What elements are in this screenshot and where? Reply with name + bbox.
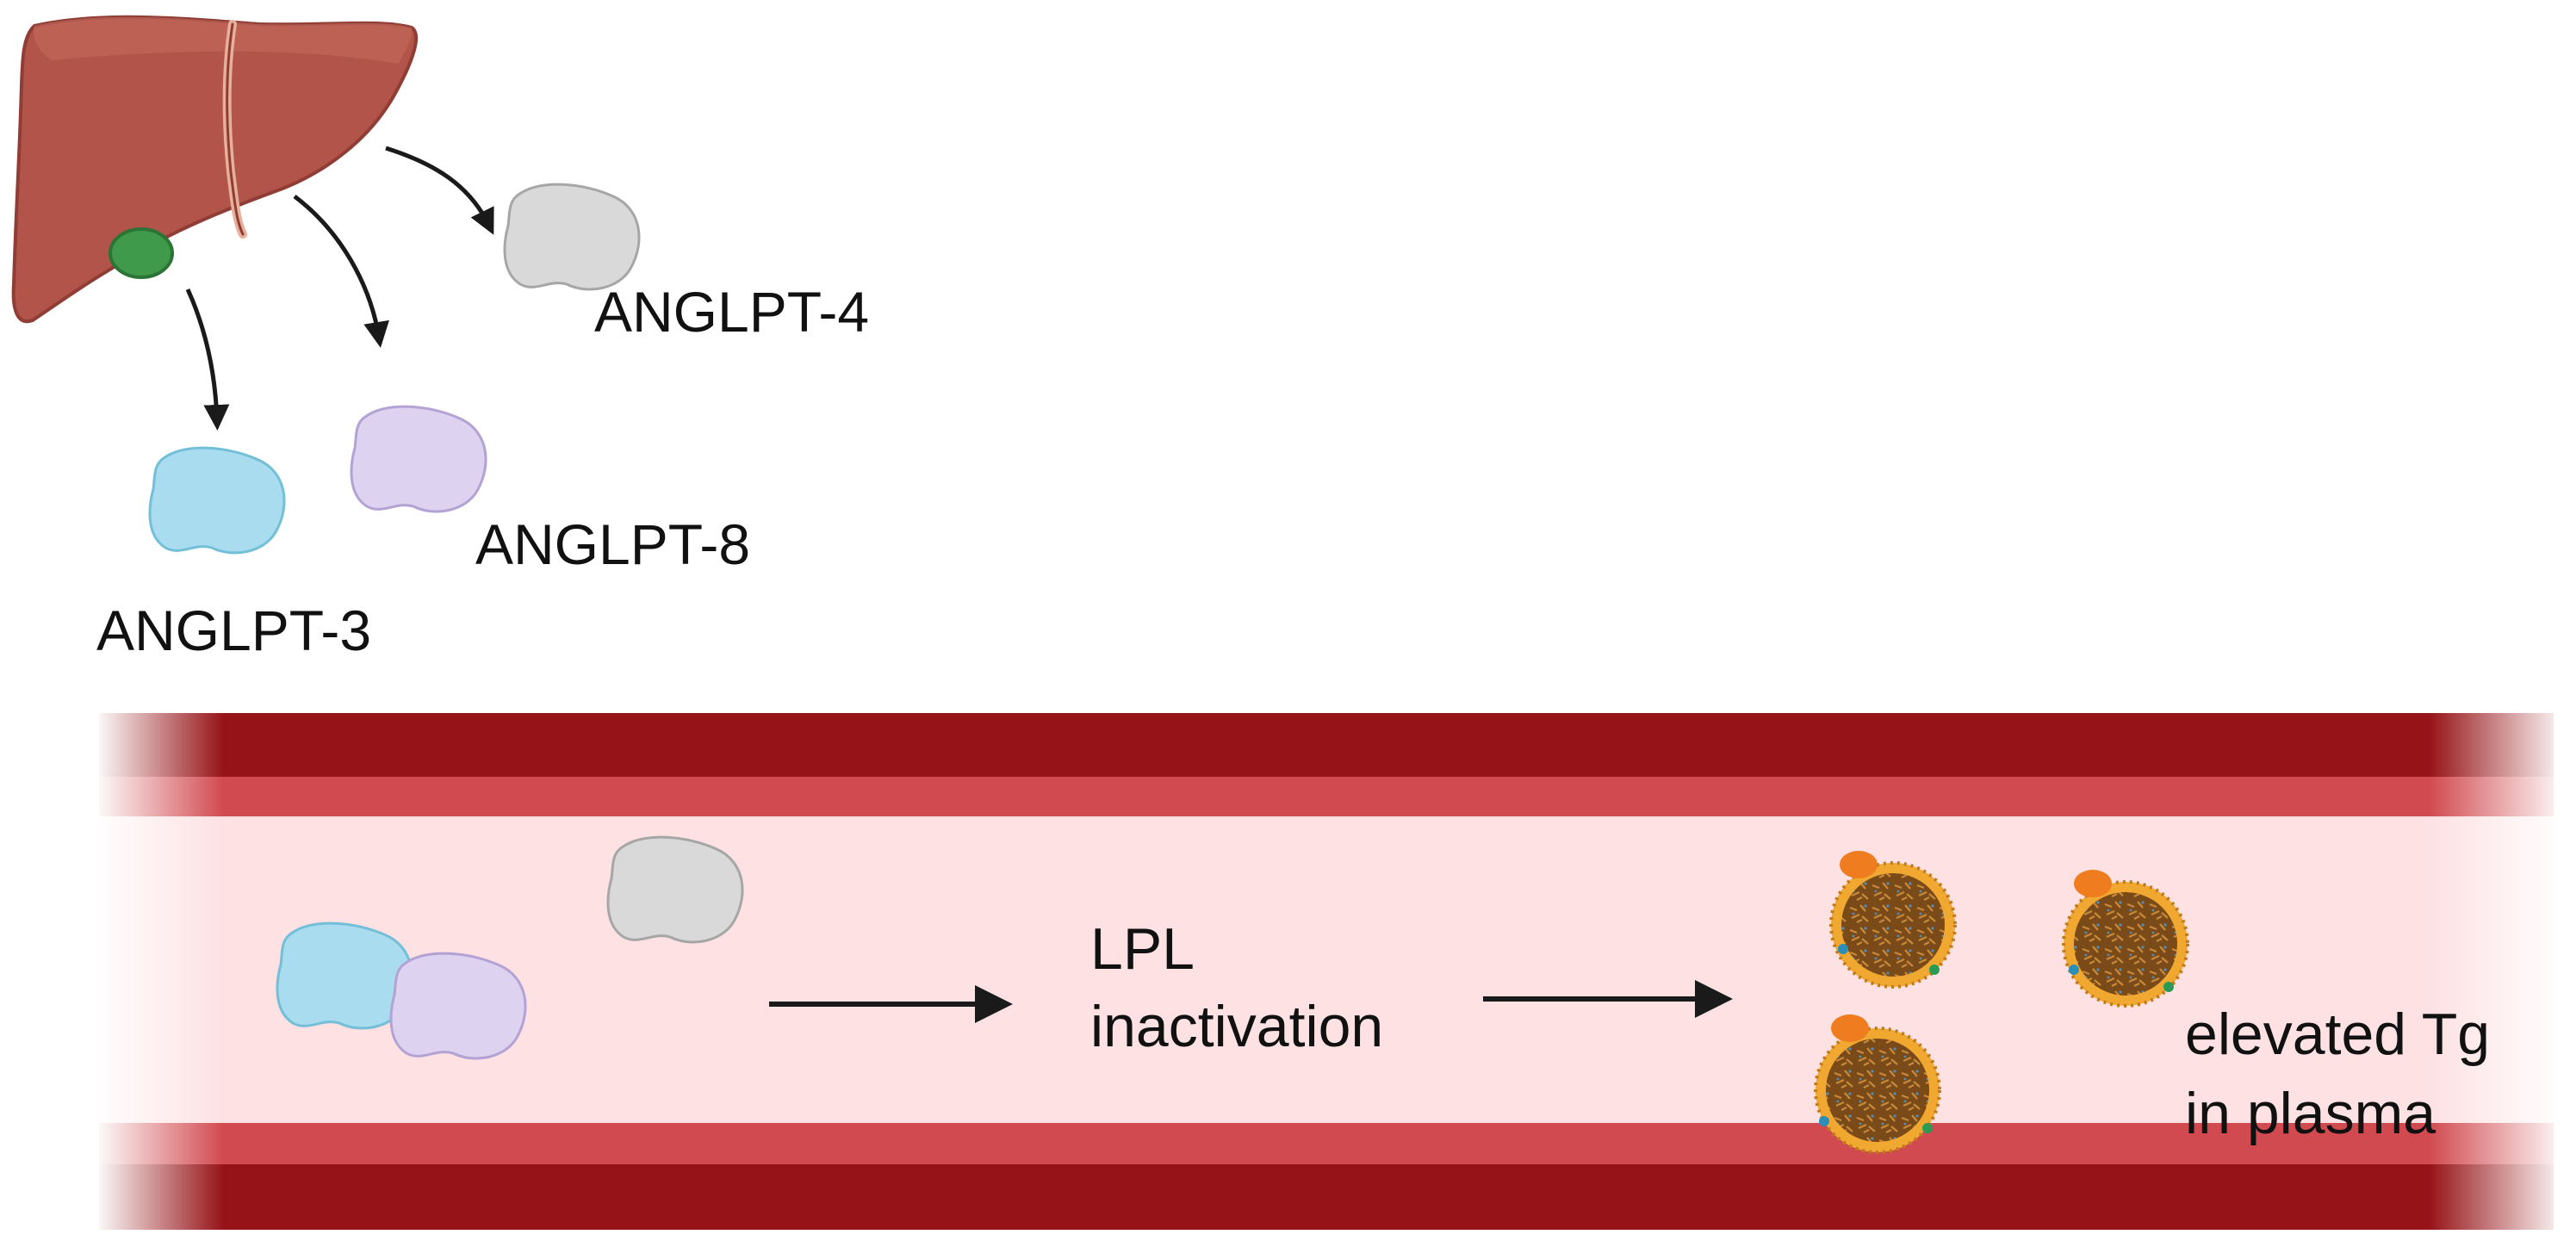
- protein-purple-icon: [350, 405, 487, 513]
- protein-blue-in-vessel-icon: [276, 921, 413, 1030]
- label-anglpt3: ANGLPT-3: [96, 599, 371, 662]
- lipoprotein-particle-icon: [1829, 851, 1957, 989]
- label-anglpt8: ANGLPT-8: [475, 512, 750, 576]
- arrow-to-anglpt3: [185, 288, 230, 431]
- protein-purple-in-vessel-icon: [389, 952, 527, 1060]
- label-inactivation: inactivation: [1090, 994, 1383, 1059]
- gallbladder-icon: [109, 227, 174, 279]
- protein-gray-in-vessel-icon: [606, 835, 744, 944]
- label-anglpt4: ANGLPT-4: [594, 280, 869, 344]
- protein-blue-icon: [148, 446, 286, 555]
- arrow-to-anglpt4: [385, 146, 494, 235]
- protein-gray-icon: [503, 183, 641, 291]
- arrow-icon: [1483, 980, 1733, 1018]
- arrow-to-anglpt8: [293, 195, 389, 348]
- lipoprotein-particle-icon: [2062, 870, 2189, 1008]
- lipoprotein-particle-icon: [1814, 1014, 1941, 1154]
- arrow-icon: [769, 985, 1013, 1023]
- liver-icon: [11, 15, 419, 324]
- label-elevated-tg: elevated Tg: [2185, 1002, 2490, 1067]
- label-in-plasma: in plasma: [2185, 1081, 2436, 1146]
- label-lpl: LPL: [1090, 916, 1195, 982]
